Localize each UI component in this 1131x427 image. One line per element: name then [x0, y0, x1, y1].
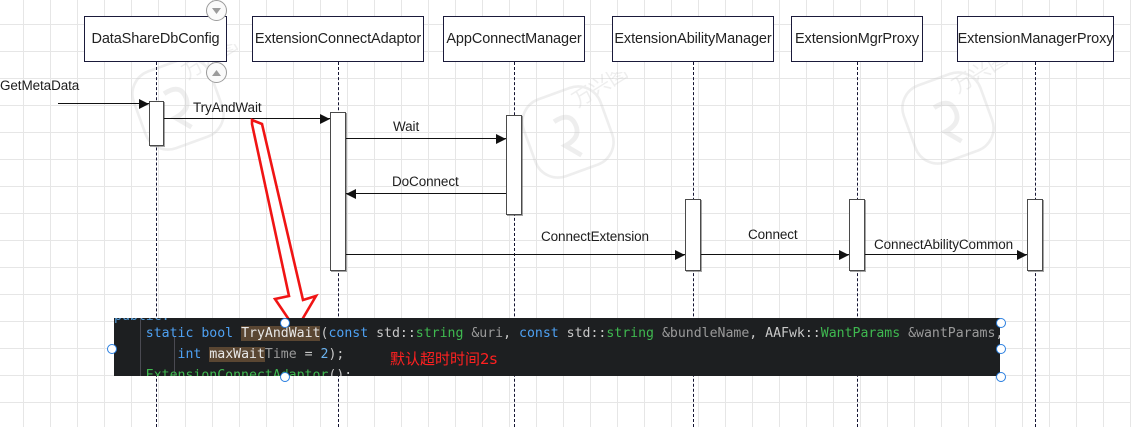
msg-doconnect-arrowhead [346, 188, 356, 199]
act-extensionabilitymanager[interactable] [685, 199, 701, 271]
msg-tryandwait-label: TryAndWait [193, 100, 262, 115]
lifeline-label: ExtensionAbilityManager [614, 31, 772, 47]
selection-handle-1[interactable] [280, 318, 290, 328]
lifeline-dash-datasharedbconfig [156, 62, 157, 427]
chevron-down-circle-icon[interactable] [206, 0, 227, 21]
act-extensionmanagerproxy[interactable] [1027, 199, 1043, 271]
msg-getmetadata-line[interactable] [58, 103, 149, 104]
msg-tryandwait-arrowhead [320, 113, 330, 124]
code-line-maxwaittime: int maxWaitTime = 2); [177, 347, 345, 362]
msg-connectextension-arrowhead [675, 249, 685, 260]
act-datasharedbconfig[interactable] [149, 101, 164, 146]
lifeline-label: ExtensionManagerProxy [957, 31, 1114, 47]
lifeline-box-extensionabilitymanager[interactable]: ExtensionAbilityManager [612, 16, 774, 62]
lifeline-label: ExtensionConnectAdaptor [254, 31, 422, 47]
lifeline-box-extensionmanagerproxy[interactable]: ExtensionManagerProxy [957, 16, 1114, 62]
msg-wait-arrowhead [496, 133, 506, 144]
lifeline-box-datasharedbconfig[interactable]: DataShareDbConfig [84, 16, 227, 62]
msg-connectabilitycommon-label: ConnectAbilityCommon [874, 237, 1014, 252]
code-line-public: public: [114, 318, 170, 327]
timeout-note: 默认超时时间2s [390, 350, 498, 368]
code-line-signature: static bool TryAndWait(const std::string… [145, 326, 1000, 341]
msg-getmetadata-label: GetMetaData [0, 78, 80, 93]
msg-tryandwait-line[interactable] [164, 118, 330, 119]
msg-connect-label: Connect [748, 227, 798, 242]
msg-connectextension-label: ConnectExtension [541, 229, 649, 244]
msg-connectabilitycommon-line[interactable] [865, 254, 1027, 255]
msg-getmetadata-arrowhead [139, 98, 149, 109]
msg-doconnect-label: DoConnect [392, 174, 459, 189]
code-indent-guide-2 [174, 336, 175, 376]
code-snippet-overlay[interactable]: public: static bool TryAndWait(const std… [114, 318, 1000, 376]
code-line-ctor: ExtensionConnectAdaptor(); [145, 368, 353, 376]
lifeline-dash-appconnectmanager [514, 62, 515, 427]
lifeline-label: DataShareDbConfig [91, 31, 220, 47]
selection-handle-3[interactable] [996, 318, 1006, 328]
act-extensionconnectadaptor[interactable] [330, 112, 346, 271]
lifeline-label: ExtensionMgrProxy [794, 31, 919, 47]
selection-handle-0[interactable] [107, 344, 117, 354]
msg-connectabilitycommon-arrowhead [1017, 249, 1027, 260]
msg-wait-label: Wait [393, 119, 420, 134]
lifeline-label: AppConnectManager [446, 31, 582, 47]
selection-handle-2[interactable] [280, 372, 290, 382]
lifeline-box-extensionmgrproxy[interactable]: ExtensionMgrProxy [791, 16, 923, 62]
act-extensionmgrproxy[interactable] [849, 199, 865, 271]
chevron-up-circle-icon[interactable] [206, 62, 227, 83]
code-indent-guide [140, 318, 141, 376]
msg-connect-arrowhead [839, 249, 849, 260]
msg-connect-line[interactable] [701, 254, 849, 255]
lifeline-box-appconnectmanager[interactable]: AppConnectManager [443, 16, 585, 62]
lifeline-box-extensionconnectadaptor[interactable]: ExtensionConnectAdaptor [252, 16, 424, 62]
msg-connectextension-line[interactable] [346, 254, 685, 255]
selection-handle-4[interactable] [996, 344, 1006, 354]
act-appconnectmanager[interactable] [506, 115, 522, 215]
msg-doconnect-line[interactable] [346, 193, 506, 194]
msg-wait-line[interactable] [346, 138, 506, 139]
selection-handle-5[interactable] [996, 372, 1006, 382]
